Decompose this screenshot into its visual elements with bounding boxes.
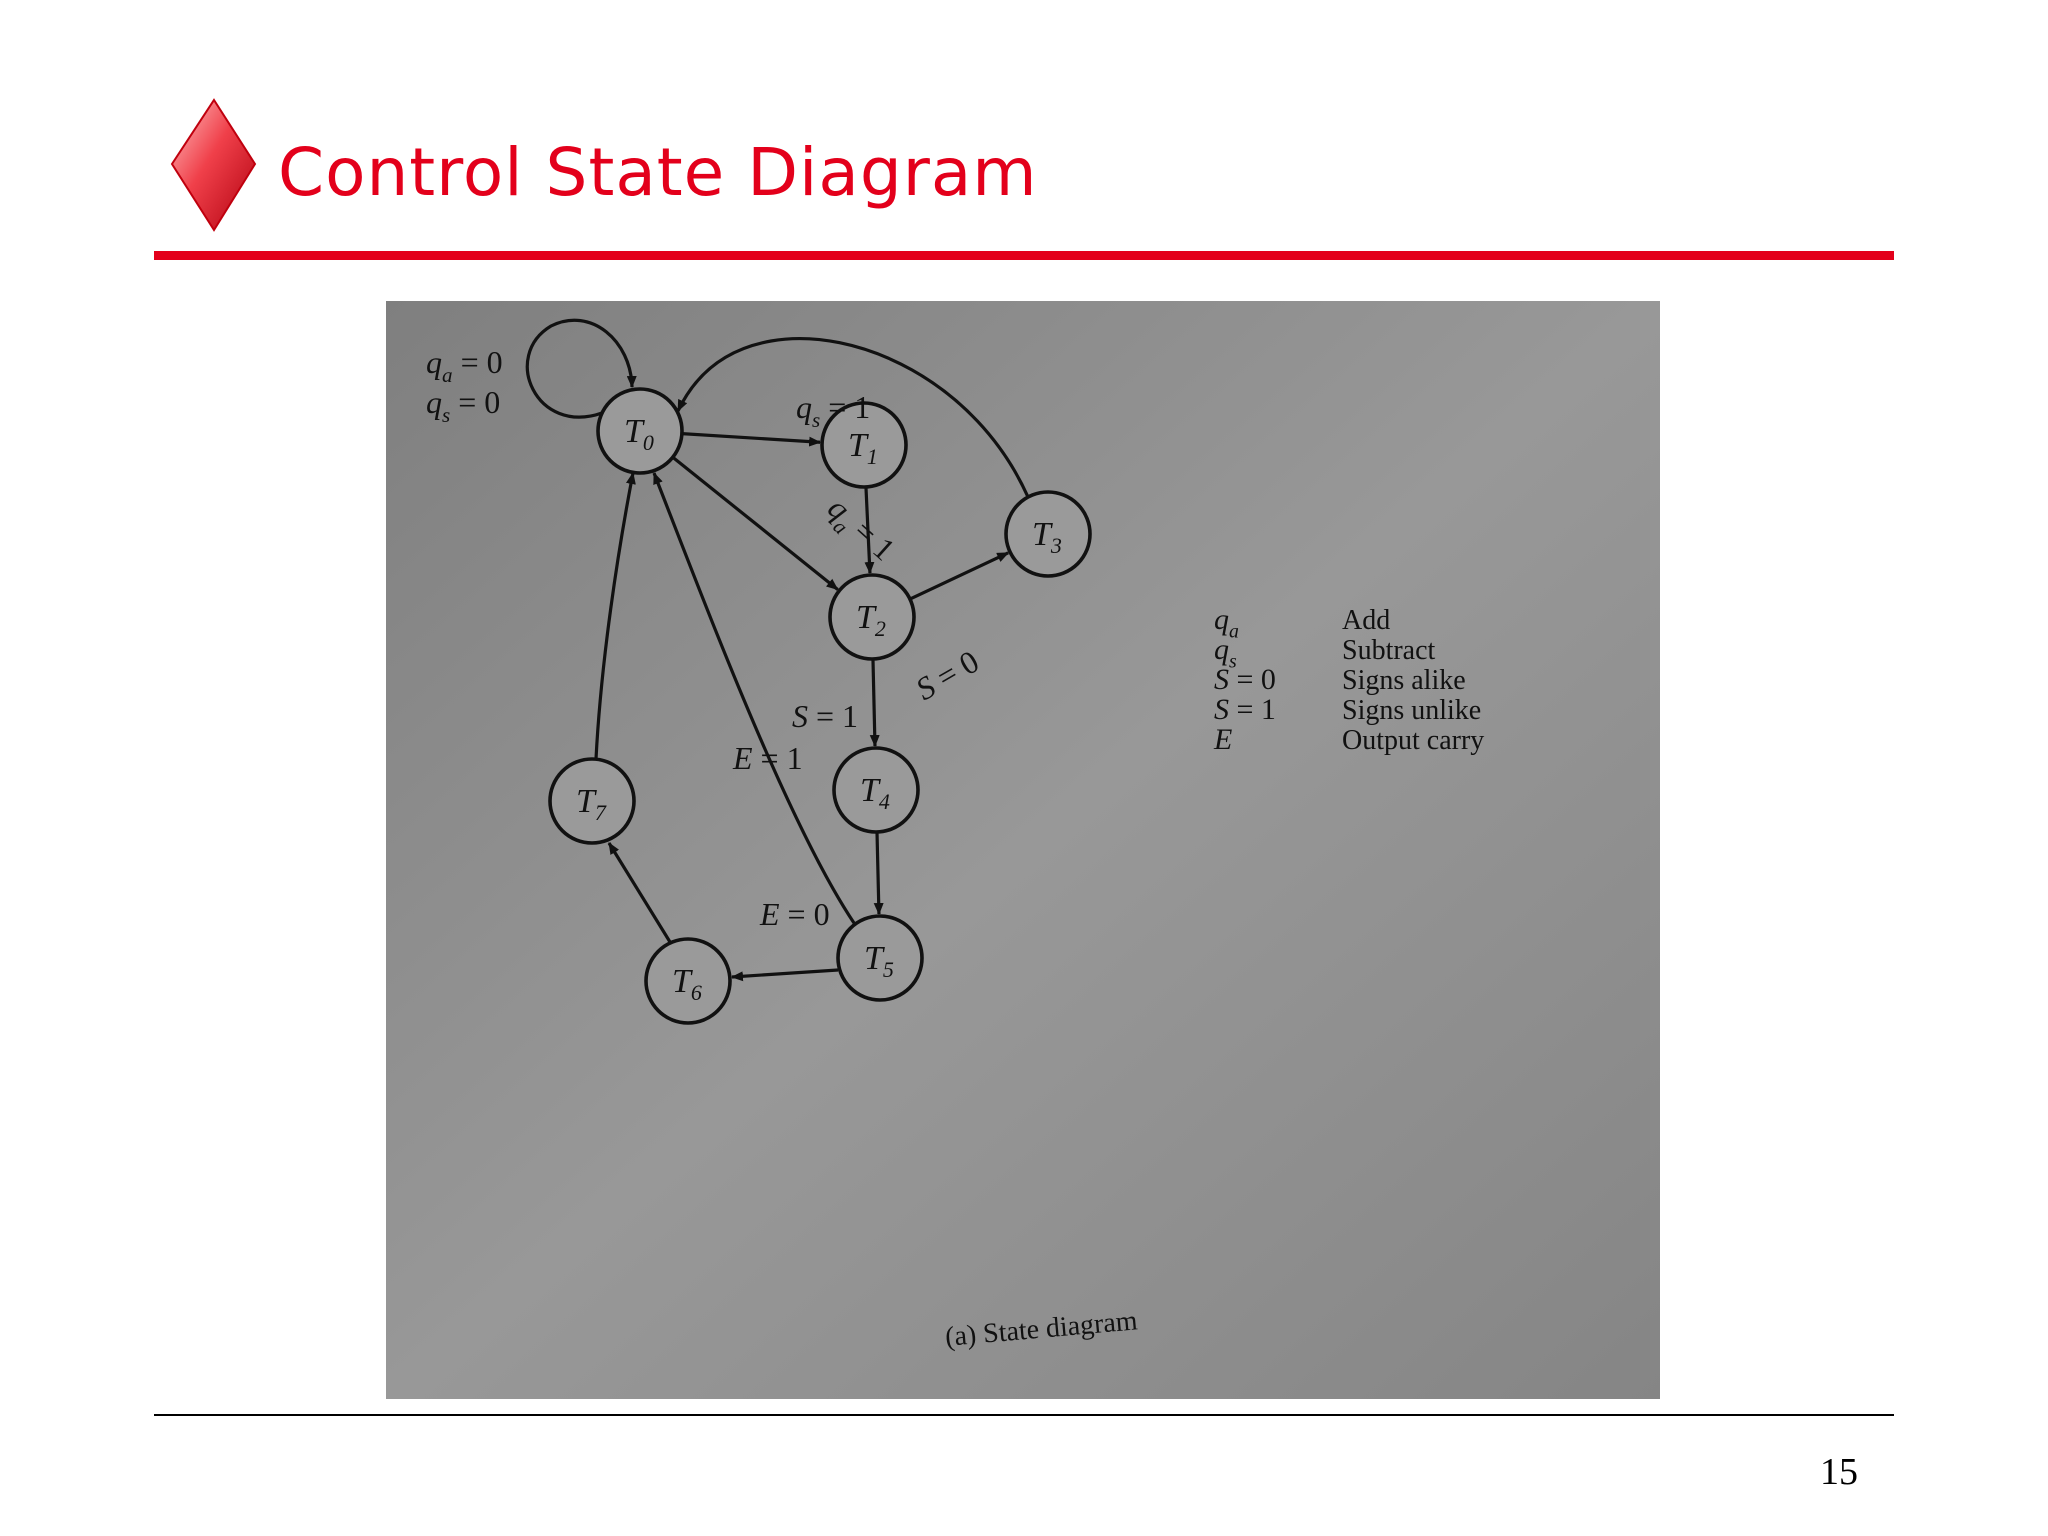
svg-text:T1: T1 [848,427,878,469]
page-number: 15 [1820,1451,1858,1493]
svg-text:T0: T0 [624,413,654,455]
state-t6: T6 [644,937,732,1025]
legend-meaning: Output carry [1342,725,1484,756]
state-t7: T7 [548,757,636,845]
state-t0: T0 [596,387,684,475]
transition-t0-t0 [525,318,637,419]
transition-t7-t0 [594,472,636,760]
legend-meaning: Subtract [1342,635,1436,666]
state-t3: T3 [1004,490,1092,578]
label-t0-t1: qs = 1 [796,389,870,432]
svg-text:T3: T3 [1032,516,1062,558]
transition-t6-t7 [607,842,672,943]
legend-meaning: Signs alike [1342,665,1466,696]
legend-symbol: S = 1 [1214,693,1276,726]
label-t2-t4: S = 1 [792,698,858,734]
svg-text:T2: T2 [856,599,886,641]
legend-row: E Output carry [1213,723,1484,756]
label-t0-loop-qa: qa = 0 [426,344,503,387]
transition-t2-t3 [909,551,1010,601]
label-t5-t0: E = 1 [732,740,803,776]
legend-symbol: qa [1214,603,1239,642]
transition-t4-t5 [873,831,884,916]
svg-text:T5: T5 [864,940,894,982]
state-t2: T2 [828,573,916,661]
legend-row: qa Add [1214,603,1390,642]
transition-t3-t0 [676,336,1030,498]
svg-text:T6: T6 [672,963,702,1005]
label-t5-t6: E = 0 [759,896,830,932]
legend-row: qs Subtract [1214,633,1436,672]
legend-symbol: S = 0 [1214,663,1276,696]
state-t5: T5 [836,914,924,1002]
title-underline [154,251,1894,260]
transition-t5-t6 [731,968,839,982]
legend-meaning: Add [1342,605,1390,636]
transition-arrows [525,318,1030,982]
transition-t0-t2 [671,456,839,591]
legend-symbol: E [1213,723,1232,756]
legend-row: S = 1 Signs unlike [1214,693,1481,726]
svg-text:T7: T7 [576,783,607,825]
legend: qa Add qs Subtract S = 0 Signs alike S = 1 Sign… [1213,603,1484,756]
legend-symbol: qs [1214,633,1237,672]
transition-t1-t2 [864,486,875,575]
footer-rule [154,1414,1894,1416]
legend-row: S = 0 Signs alike [1214,663,1466,696]
transition-t2-t4 [869,658,880,748]
transition-t0-t1 [681,432,822,447]
state-t1: T1 [820,401,908,489]
legend-meaning: Signs unlike [1342,695,1481,726]
label-t0-loop-qs: qs = 0 [426,384,500,427]
svg-text:T4: T4 [860,772,890,814]
transition-t5-t0 [652,472,856,924]
slide-title: Control State Diagram [278,134,1038,211]
state-t4: T4 [832,746,920,834]
